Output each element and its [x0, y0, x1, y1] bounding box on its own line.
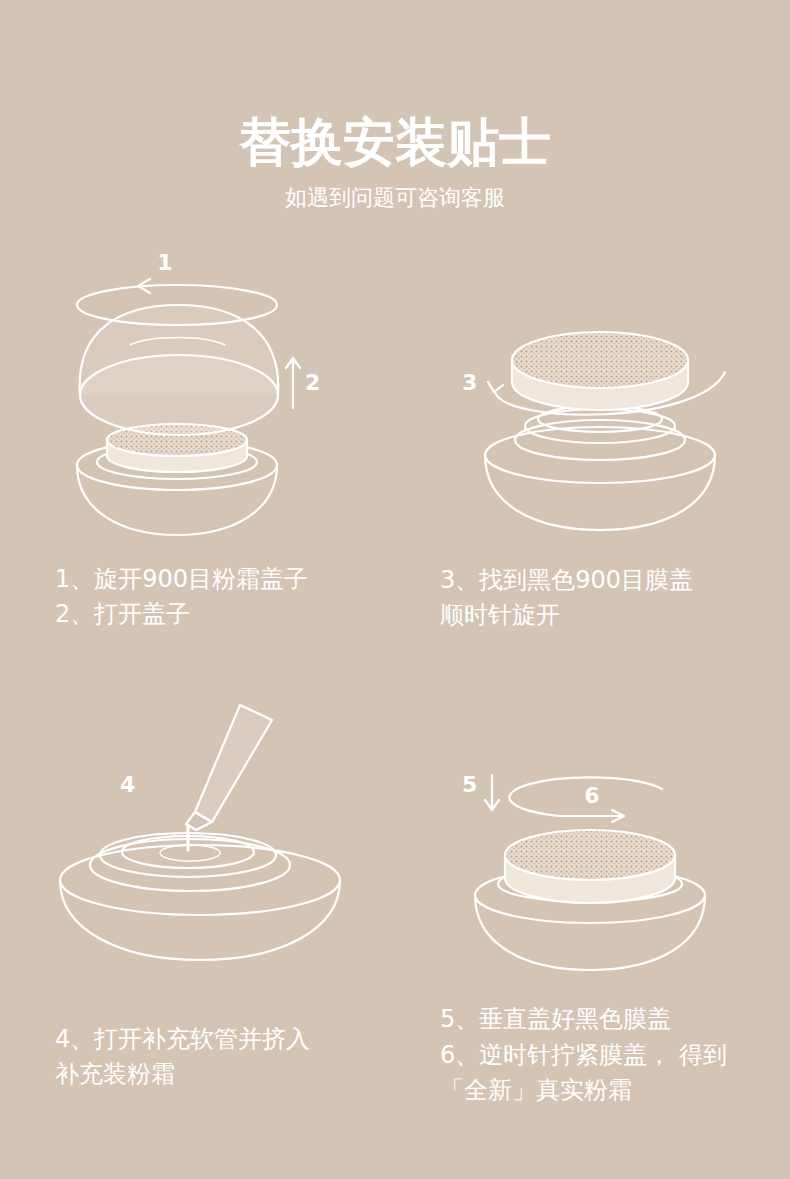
illustration-stroke [130, 338, 225, 346]
illustration-stroke [505, 830, 675, 880]
compact-closing [475, 775, 705, 970]
illustration-stroke [488, 382, 503, 392]
callout-number: 6 [584, 783, 599, 808]
step-text: 2、打开盖子 [55, 598, 190, 630]
illustration-stroke [485, 427, 715, 483]
illustration-stroke [187, 826, 190, 850]
illustration-stroke [80, 355, 278, 435]
illustration-stroke [509, 777, 662, 816]
compact-open [77, 279, 300, 535]
illustration-stroke [612, 810, 624, 822]
callout-number: 3 [462, 370, 477, 395]
title: 替换安装贴士 [239, 108, 551, 178]
illustration-stroke [186, 812, 212, 830]
callout-number: 1 [157, 250, 172, 275]
illustration-stroke [195, 705, 272, 822]
illustration-stroke [90, 839, 290, 891]
illustration-stroke [286, 358, 300, 368]
illustration-stroke [60, 845, 340, 915]
illustration-stroke [60, 880, 340, 960]
illustration-stroke [160, 845, 220, 861]
step-text: 5、垂直盖好黑色膜盖 [440, 1003, 671, 1035]
illustration-stroke [292, 360, 294, 408]
step-text: 4、打开补充软管并挤入 补充装粉霜 [55, 1022, 400, 1092]
illustration-stroke [77, 285, 277, 325]
step-text: 3、找到黑色900目膜盖 顺时针旋开 [440, 563, 785, 633]
callout-number: 5 [462, 772, 477, 797]
illustration-stroke [560, 815, 622, 817]
illustration-stroke [77, 465, 277, 535]
refill-squeeze [60, 705, 340, 960]
illustration-stroke [512, 332, 688, 388]
step-text: 1、旋开900目粉霜盖子 [55, 563, 308, 595]
illustration-stroke [495, 372, 725, 415]
step-text: 6、逆时针拧紧膜盖， 得到「全新」真实粉霜 [440, 1038, 785, 1108]
illustration-stroke [491, 775, 493, 808]
illustration-stroke [515, 420, 685, 460]
callout-number: 2 [305, 370, 320, 395]
subtitle: 如遇到问题可咨询客服 [285, 183, 505, 213]
illustration-stroke [485, 800, 499, 810]
compact-puff-lifted [485, 332, 725, 530]
illustration-stroke [485, 455, 715, 530]
illustration-stroke [138, 279, 150, 293]
illustration-stroke [475, 895, 705, 970]
callout-number: 4 [120, 772, 135, 797]
